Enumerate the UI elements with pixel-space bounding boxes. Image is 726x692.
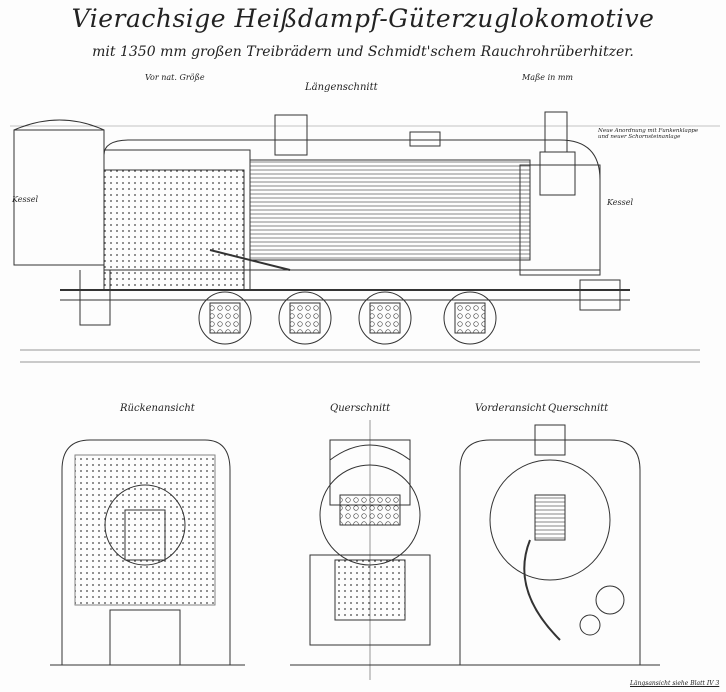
annotation-boiler: Kessel: [607, 198, 633, 207]
footer-note: Längsansicht siehe Blatt IV 3: [630, 680, 720, 687]
longitudinal-section: [10, 111, 720, 363]
drawing-subtitle: mit 1350 mm großen Treibrädern und Schmi…: [92, 44, 634, 60]
annotation-left: Kessel: [12, 195, 38, 204]
front-view: [440, 424, 660, 666]
annotation-smokebox: Neue Anordnung mit Funkenklappe und neue…: [598, 128, 699, 140]
view-label-front-cross: Querschnitt: [548, 403, 609, 414]
scale-note: Vor nat. Größe: [145, 73, 205, 82]
view-label-front: Vorderansicht: [475, 403, 546, 414]
view-label-rear: Rückenansicht: [120, 403, 195, 414]
driving-wheels: [198, 291, 497, 345]
view-label-cross: Querschnitt: [330, 403, 391, 414]
view-label-longitudinal: Längenschnitt: [305, 82, 378, 93]
rear-view: [50, 439, 245, 666]
cross-section: [290, 420, 450, 680]
drawing-title: Vierachsige Heißdampf-Güterzuglokomotive: [71, 4, 655, 33]
units-note: Maße in mm: [522, 73, 574, 82]
